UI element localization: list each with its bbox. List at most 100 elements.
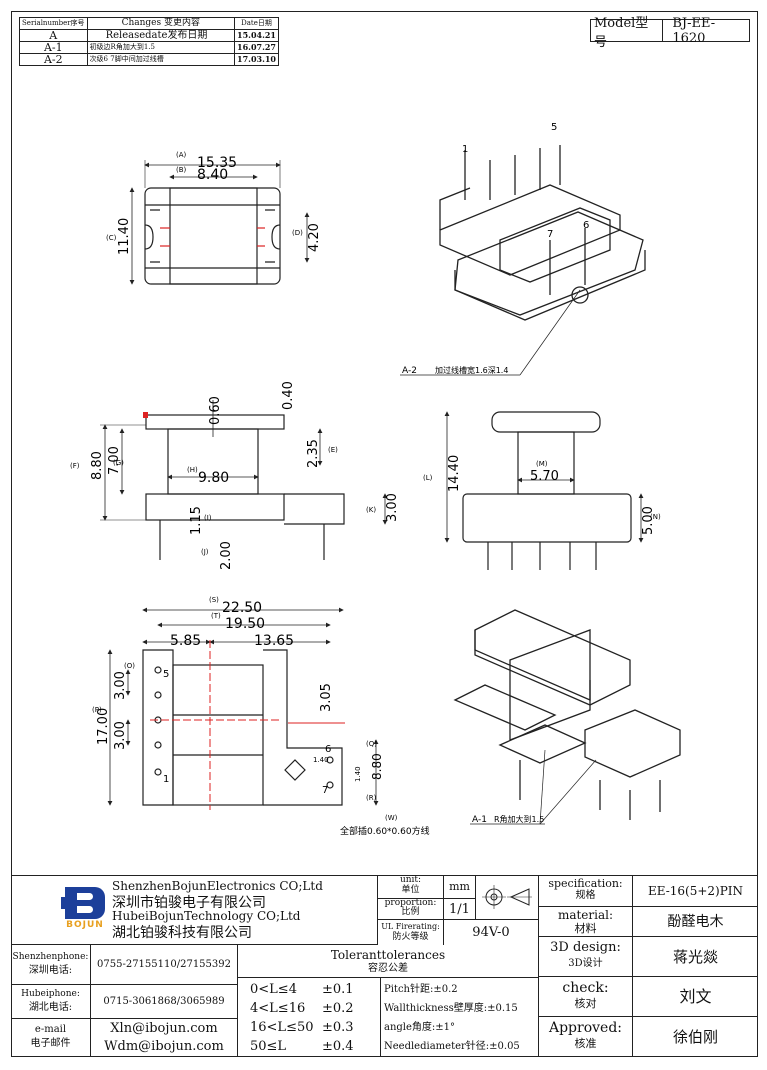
pin-label: 6 [325, 744, 331, 755]
bottom-view [107, 607, 379, 806]
dim-text: 3.00 [385, 493, 400, 522]
email-2[interactable]: Wdm@ibojun.com [104, 1039, 224, 1054]
dim-text: 1.15 [189, 506, 204, 535]
dim-text: 7.00 [107, 446, 122, 475]
company-en-2: HubeiBojunTechnology CO;Ltd [112, 909, 301, 923]
proportion-value: 1/1 [444, 899, 476, 920]
material-value: 酚醛电木 [633, 907, 758, 937]
tolerance-row: 50≤L±0.4 [250, 1039, 354, 1054]
dim-tag: (K) [366, 506, 376, 514]
rev-date: 17.03.10 [234, 53, 279, 66]
dim-text: 0.40 [281, 381, 296, 410]
dim-tag: (O) [124, 662, 135, 670]
bojun-logo: BOJUN [59, 887, 111, 933]
unit-label-cell: unit: 单位 [378, 875, 444, 899]
spec-value: EE-16(5+2)PIN [633, 875, 758, 907]
dim-text: 5.85 [170, 633, 201, 649]
dim-tag: (G) [113, 459, 124, 467]
dim-text: 3.00 [113, 721, 128, 750]
tolerance-note: Wallthickness壁厚度:±0.15 [384, 1003, 518, 1014]
approved-label-cell: Approved: 核准 [538, 1017, 633, 1057]
logo-text: BOJUN [66, 920, 104, 930]
tolerance-note: angle角度:±1° [384, 1022, 456, 1033]
dim-tag: (I) [204, 514, 212, 522]
dim-text: 5.00 [641, 506, 656, 535]
dim-text: 1.40 [354, 766, 362, 782]
tolerance-row: 0<L≤4±0.1 [250, 982, 354, 997]
dim-tag: (L) [423, 474, 433, 482]
dim-tag: (P) [92, 706, 102, 714]
dim-text: 3.05 [319, 683, 334, 712]
pin-label: 1 [462, 144, 468, 155]
email-1[interactable]: Xln@ibojun.com [110, 1021, 218, 1036]
tolerance-note: Needlediameter针径:±0.05 [384, 1041, 520, 1052]
design-value: 蒋光燚 [633, 937, 758, 977]
tolerance-row: 4<L≤16±0.2 [250, 1001, 354, 1016]
pin-label: 1 [163, 774, 169, 785]
tolerance-note: Pitch针距:±0.2 [384, 984, 458, 995]
dim-text: 4.20 [307, 223, 322, 252]
dim-text: 8.80 [90, 451, 105, 480]
tolerance-row: 16<L≤50±0.3 [250, 1020, 354, 1035]
dim-text: 11.40 [117, 218, 132, 255]
dim-tag: (D) [292, 229, 303, 237]
side-view [444, 411, 644, 570]
dim-tag: (H) [187, 466, 198, 474]
company-en-1: ShenzhenBojunElectronics CO;Ltd [112, 879, 323, 893]
check-value: 刘文 [633, 977, 758, 1017]
fire-value: 94V-0 [472, 925, 510, 940]
dim-text: 5.70 [530, 469, 559, 484]
approved-value: 徐伯刚 [672, 1028, 718, 1046]
dim-tag: (T) [211, 612, 221, 620]
front-view [100, 400, 388, 560]
pin-label: 5 [163, 669, 169, 680]
dim-tag: (S) [209, 596, 219, 604]
dim-text: 13.65 [254, 633, 294, 649]
hb-phone: 0715-3061868/3065989 [91, 985, 238, 1019]
dim-text: 8.80 [370, 753, 384, 780]
dim-text: 14.40 [447, 455, 462, 492]
dim-tag: (W) [385, 814, 398, 822]
email-cell: Xln@ibojun.com Wdm@ibojun.com [91, 1019, 238, 1057]
dim-text: 0.60 [208, 396, 223, 425]
proportion-label-cell: proportion: 比例 [378, 899, 444, 920]
dim-text: 8.40 [197, 167, 228, 183]
rev-change: 次级6 7脚中间加过线槽 [86, 53, 236, 66]
dim-text: 15.35 [197, 155, 237, 171]
company-cell: BOJUN ShenzhenBojunElectronics CO;Ltd 深圳… [11, 875, 378, 945]
dim-tag: (Q) [366, 740, 377, 748]
dim-tag: (J) [201, 548, 209, 556]
revision-table: Serialnumber序号 Changes 变更内容 Date日期 A Rel… [19, 17, 279, 66]
dim-text: 1.40 [313, 756, 329, 764]
model-value: BJ-EE-1620 [672, 15, 716, 46]
dim-tag: (F) [70, 462, 80, 470]
hb-phone-label-cell: Hubeiphone: 湖北电话: [11, 985, 91, 1019]
dim-text: 2.00 [219, 541, 234, 570]
dim-text: 22.50 [222, 600, 262, 616]
iso-view-bottom [453, 609, 681, 825]
iso-view-top [400, 145, 646, 376]
callout-label: A-2 [402, 366, 417, 376]
tolerance-title: Toleranttolerances 容忍公差 [238, 945, 538, 978]
pin-label: 5 [551, 122, 557, 133]
note-text: 全部插0.60*0.60方线 [340, 825, 430, 837]
callout-label: A-1 [472, 815, 487, 825]
sz-phone: 0755-27155110/27155392 [91, 945, 238, 985]
unit-value: mm [444, 875, 476, 899]
dim-tag: (M) [536, 460, 548, 468]
pin-label: 6 [583, 220, 589, 231]
dim-text: 3.00 [113, 671, 128, 700]
top-view [129, 160, 310, 285]
dim-tag: (C) [106, 234, 117, 242]
model-label: Model型号 [594, 15, 649, 50]
dim-tag: (E) [328, 446, 338, 454]
dim-text: 17.00 [96, 708, 111, 745]
drawing-canvas: 15.35 8.40 (A) (B) 11.40 (C) 4.20 (D) 1 … [70, 122, 681, 837]
model-box: Model型号 BJ-EE-1620 [590, 16, 750, 50]
material-label-cell: material: 材料 [538, 907, 633, 937]
projection-symbol [476, 875, 538, 920]
check-label-cell: check: 核对 [538, 977, 633, 1017]
pin-label: 7 [547, 229, 553, 240]
dim-tag: (A) [176, 151, 187, 159]
rev-serial: A-2 [19, 53, 88, 66]
